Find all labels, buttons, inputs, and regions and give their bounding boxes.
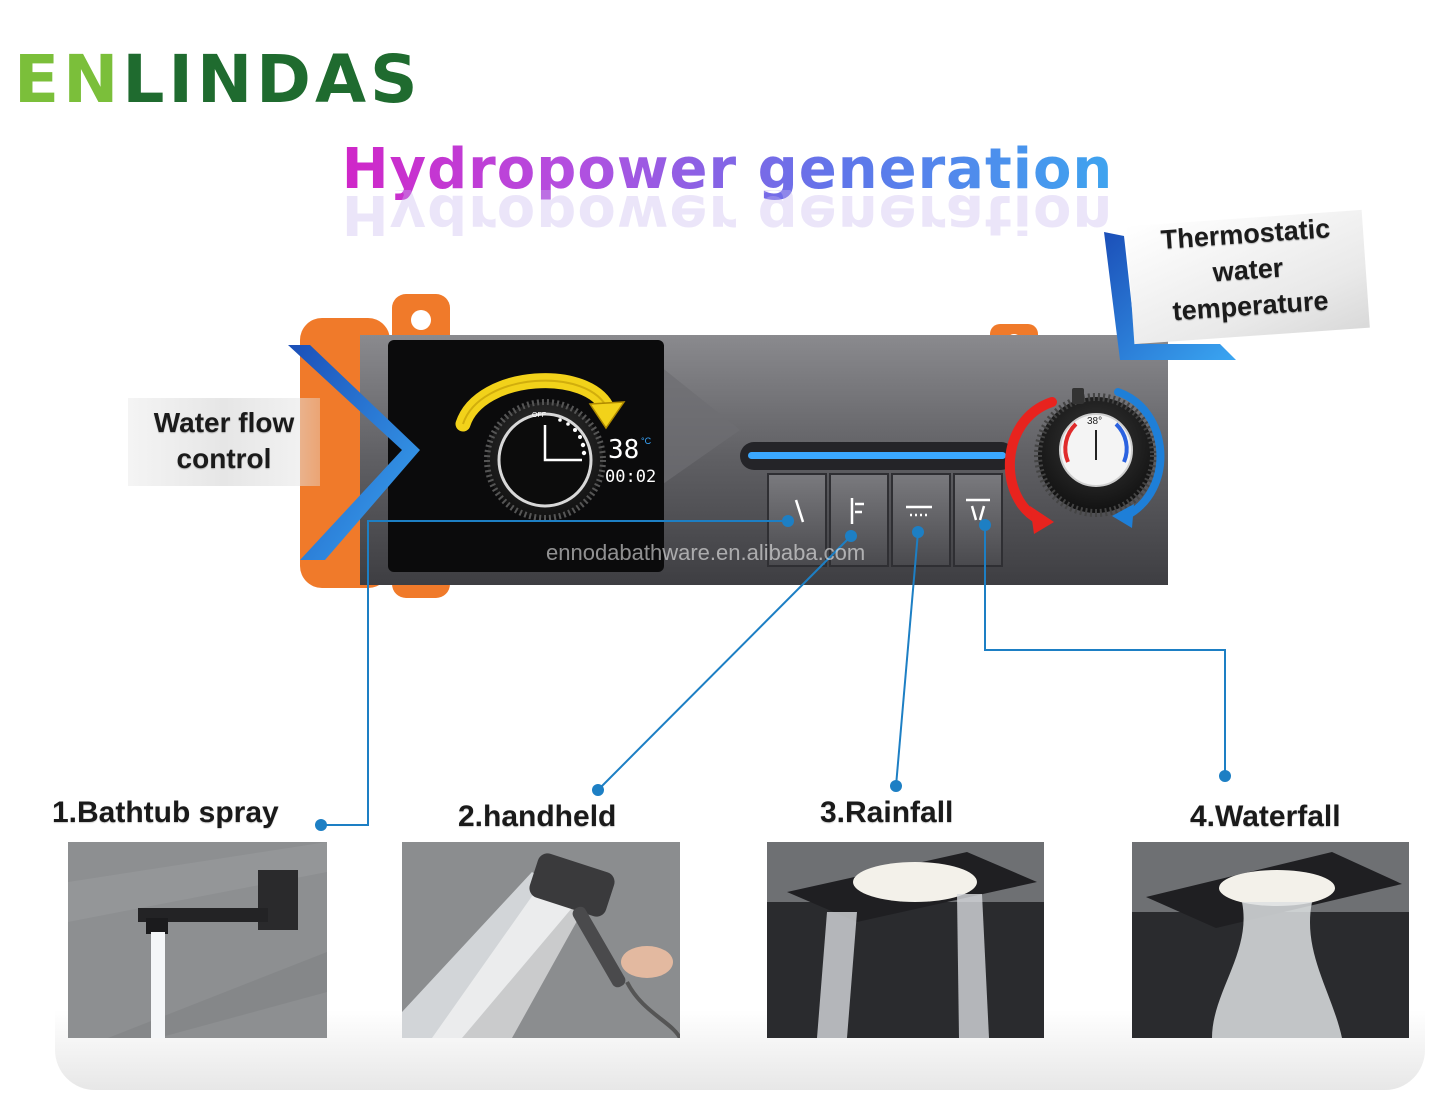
title-container: Hydropower generation [0,132,1455,208]
bathtub-spout-icon [794,499,805,523]
water-flow-callout: Water flow control [153,407,295,474]
cool-rotate-arrow [1114,388,1165,520]
thermostat-dial-reading: 38° [1087,416,1102,427]
warm-rotate-arrow [1005,397,1057,525]
page-title: Hydropower generation [342,132,1114,208]
outlet-button-icons [794,498,990,524]
leader-bathtub [322,520,788,826]
handheld-shower-icon [850,498,864,524]
thermostatic-callout: Thermostatic water temperature [1159,213,1332,327]
waterfall-button[interactable] [953,473,1003,567]
leader-lines [322,520,1226,826]
rainfall-photo [767,842,1044,1038]
outlet-label-handheld: 2.handheld [458,800,617,833]
timer-readout: 00:02 [605,467,656,487]
bathtub-spray-button[interactable] [767,473,827,567]
water-flow-callout-box [128,398,320,486]
off-label: OFF [532,412,546,419]
leader-rainfall [895,531,919,787]
brand-logo: ENLINDAS [14,40,422,120]
brand-logo-prefix: EN [14,41,123,118]
temperature-readout: 38 [608,435,639,465]
waterfall-icon [966,498,990,521]
leader-handheld [597,535,852,791]
rainfall-button[interactable] [891,473,951,567]
temperature-unit: °C [641,436,652,446]
brand-logo-rest: LINDAS [122,41,422,118]
watermark-text: ennodabathware.en.alibaba.com [546,540,866,565]
outlet-label-rainfall: 3.Rainfall [820,796,954,829]
led-strip [748,452,1006,459]
outlet-buttons [767,473,1003,567]
handheld-photo [402,842,680,1038]
flow-callout-chevron [288,345,420,560]
outlet-label-bathtub: 1.Bathtub spray [52,796,279,829]
waterfall-photo [1132,842,1409,1038]
rainfall-shower-icon [906,505,932,517]
outlet-label-waterfall: 4.Waterfall [1190,800,1341,833]
leader-dots [315,515,1231,831]
leader-waterfall [984,525,1226,776]
bathtub-spray-photo [68,842,327,1038]
handheld-button[interactable] [829,473,889,567]
